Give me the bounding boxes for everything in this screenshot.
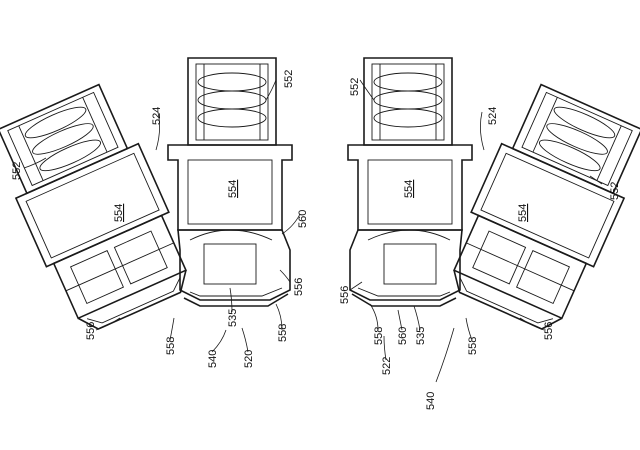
label-522-right: 522 [381,357,393,375]
label-540-left: 540 [207,350,219,368]
label-556-right-upright: 556 [339,286,351,304]
right-labels: 552 552 524 554 554 556 556 558 558 522 … [339,78,621,410]
label-540-right: 540 [425,392,437,410]
left-tilted-unit [0,83,187,330]
label-535-right: 535 [415,327,427,345]
right-assembly [347,57,640,330]
label-554-left-tilted: 554 [113,204,125,222]
left-assembly [0,57,293,330]
label-524-right: 524 [487,107,499,125]
label-552-left-tilted: 552 [11,162,23,180]
label-558-left-upright: 558 [277,324,289,342]
label-520-left: 520 [243,350,255,368]
label-554-right-tilted: 554 [517,204,529,222]
label-554-left-upright: 554 [227,180,239,198]
label-552-right-tilted: 552 [609,182,621,200]
label-552-right-upright: 552 [349,78,361,96]
label-524-left: 524 [151,107,163,125]
label-556-right-tilted: 556 [543,322,555,340]
label-552-left-upright: 552 [283,70,295,88]
label-554-right-upright: 554 [403,180,415,198]
label-535-left: 535 [227,309,239,327]
label-556-left-upright: 556 [293,278,305,296]
label-556-left-tilted: 556 [85,322,97,340]
label-558-left-tilted: 558 [165,337,177,355]
leader-lines [23,79,603,383]
label-558-right-tilted: 558 [467,337,479,355]
label-558-right-upright: 558 [373,327,385,345]
right-tilted-unit [453,83,640,330]
label-560-right: 560 [397,327,409,345]
label-560-left: 560 [297,210,309,228]
left-labels: 552 552 524 554 554 560 556 556 558 558 … [11,70,309,368]
